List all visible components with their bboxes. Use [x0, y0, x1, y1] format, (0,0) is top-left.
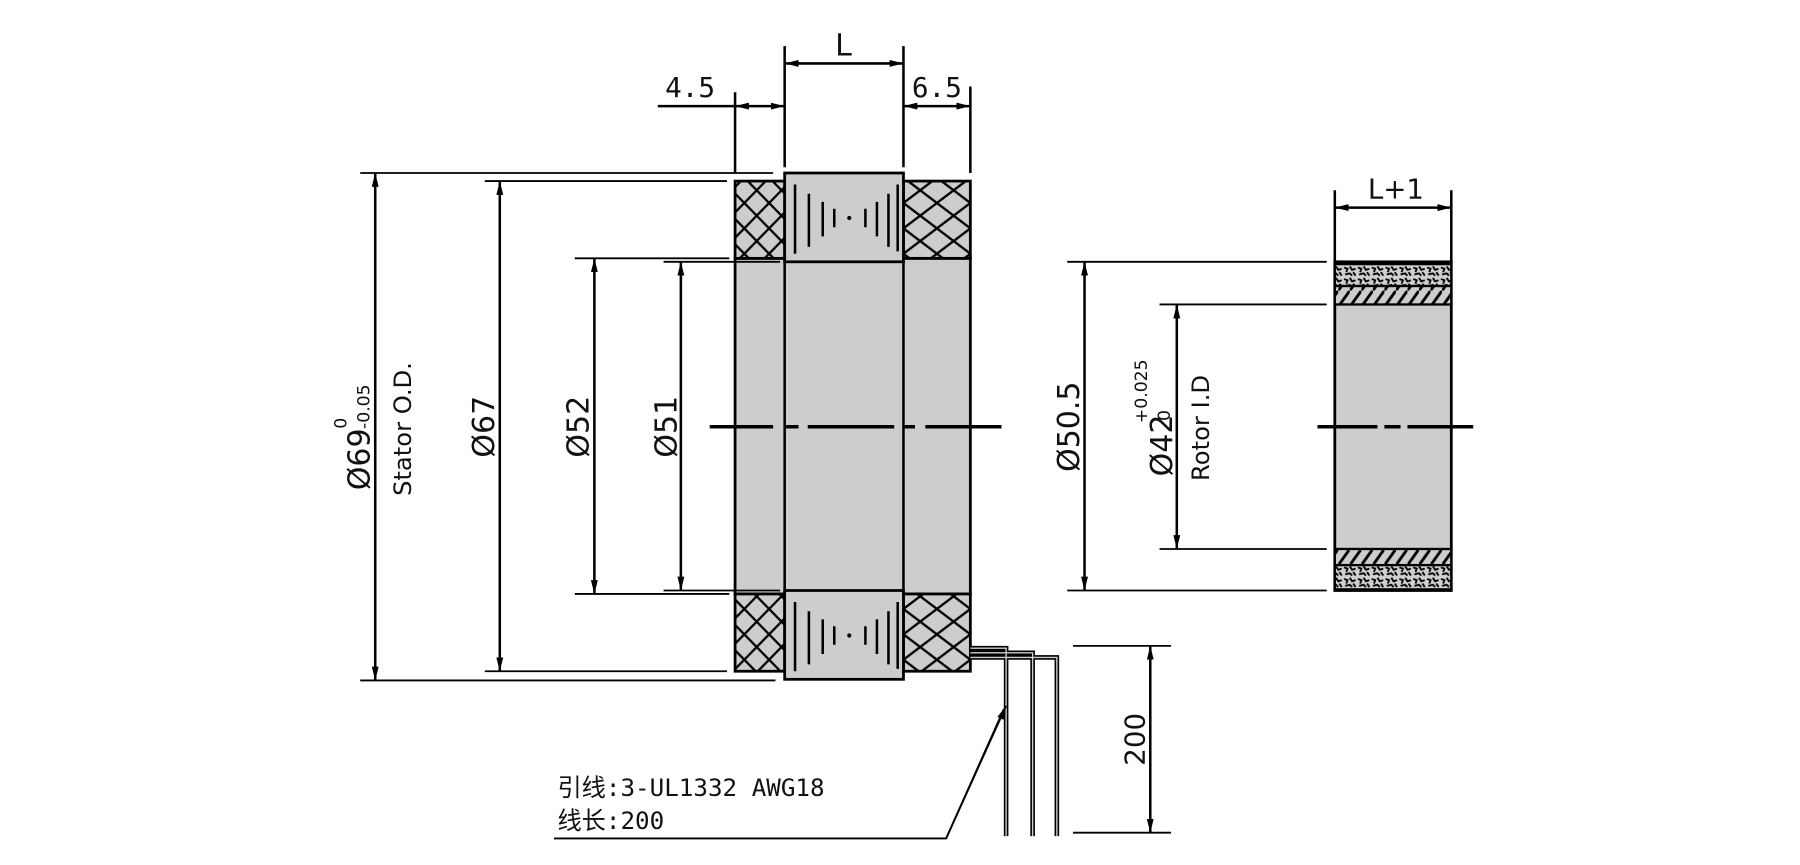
- dim-length: L: [835, 28, 852, 63]
- dim-d51: Ø51: [649, 396, 684, 458]
- dim-d67: Ø67: [467, 396, 502, 458]
- rotor-magnet-top: [1333, 262, 1453, 288]
- dim-stator-od: Ø69: [342, 428, 377, 490]
- dim-rotor-id-tol-upper: +0.025: [1132, 359, 1152, 423]
- dim-left-gap: 4.5: [665, 71, 715, 104]
- dim-rotor-id: Ø42: [1145, 415, 1180, 477]
- stator-top-dimensions: 4.5 L 6.5: [657, 28, 972, 173]
- stator-section: [709, 171, 1002, 681]
- dim-rotor-id-tol-lower: 0: [1155, 410, 1175, 421]
- stator-core-bottom: [783, 589, 905, 681]
- stator-right-winding-top: [902, 179, 972, 260]
- stator-right-winding-bottom: [902, 592, 972, 673]
- stator-left-winding-bottom: [733, 592, 787, 673]
- rotor-sleeve-bottom: [1333, 547, 1453, 567]
- dim-d52: Ø52: [562, 396, 597, 458]
- rotor-sleeve-top: [1333, 284, 1453, 306]
- lead-note-length: 线长:200: [557, 807, 664, 835]
- dim-lead-length: 200: [1119, 713, 1152, 766]
- lead-wires: 200 引线:3-UL1332 AWG18 线长:200: [554, 644, 1172, 840]
- rotor-id-label: Rotor I.D: [1187, 375, 1215, 481]
- stator-core-top: [783, 171, 905, 264]
- stator-left-winding-top: [733, 179, 787, 260]
- lead-note-spec: 引线:3-UL1332 AWG18: [557, 774, 824, 802]
- dim-right-gap: 6.5: [912, 71, 962, 104]
- stator-diameter-dimensions: Ø69 0 -0.05 Stator O.D. Ø67 Ø52 Ø51: [331, 172, 781, 682]
- dim-stator-od-tol-upper: 0: [331, 418, 351, 429]
- dim-rotor-length: L+1: [1368, 172, 1424, 205]
- dim-rotor-od: Ø50.5: [1052, 382, 1087, 472]
- rotor-magnet-bottom: [1333, 563, 1453, 591]
- dim-stator-od-tol-lower: -0.05: [354, 384, 374, 429]
- stator-od-label: Stator O.D.: [389, 362, 417, 496]
- rotor-section: L+1 Ø50.5 Ø42 +0.025 0 Rotor I.D: [1052, 172, 1474, 592]
